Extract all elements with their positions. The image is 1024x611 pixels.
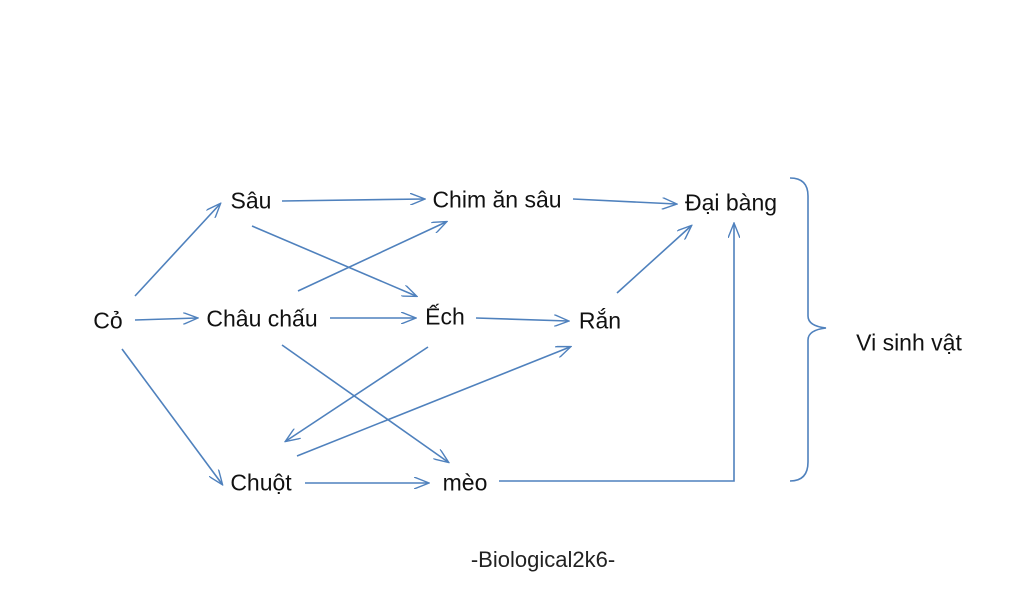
node-chuot: Chuột [230, 469, 292, 496]
node-co: Cỏ [93, 307, 123, 334]
arrow-ech-to-chuot [286, 346, 429, 441]
node-sau: Sâu [230, 187, 272, 214]
node-meo: mèo [442, 469, 488, 496]
arrow-chim-an-sau-to-dai-bang [572, 199, 676, 204]
arrow-co-to-chau-chau [134, 318, 197, 320]
group-label: Vi sinh vật [856, 329, 962, 356]
arrow-co-to-sau [134, 204, 220, 297]
node-chau-chau: Châu chấu [206, 305, 318, 332]
arrow-co-to-chuot [121, 348, 222, 484]
grouping-brace [789, 177, 827, 482]
arrow-sau-to-chim-an-sau [281, 199, 424, 201]
arrow-chau-chau-to-meo [281, 344, 448, 462]
node-ran: Rắn [578, 307, 622, 334]
arrow-ran-to-dai-bang [616, 226, 691, 294]
arrow-ech-to-ran [475, 318, 568, 321]
arrow-chuot-to-ran [296, 347, 570, 457]
arrow-chau-chau-to-chim-an-sau [297, 222, 446, 292]
node-chim-an-sau: Chim ăn sâu [432, 186, 562, 213]
node-dai-bang: Đại bàng [684, 189, 778, 216]
arrow-sau-to-ech [251, 225, 416, 296]
node-ech: Ếch [425, 303, 465, 330]
arrow-meo-to-dai-bang [499, 224, 734, 482]
watermark-text: -Biological2k6- [470, 547, 616, 572]
